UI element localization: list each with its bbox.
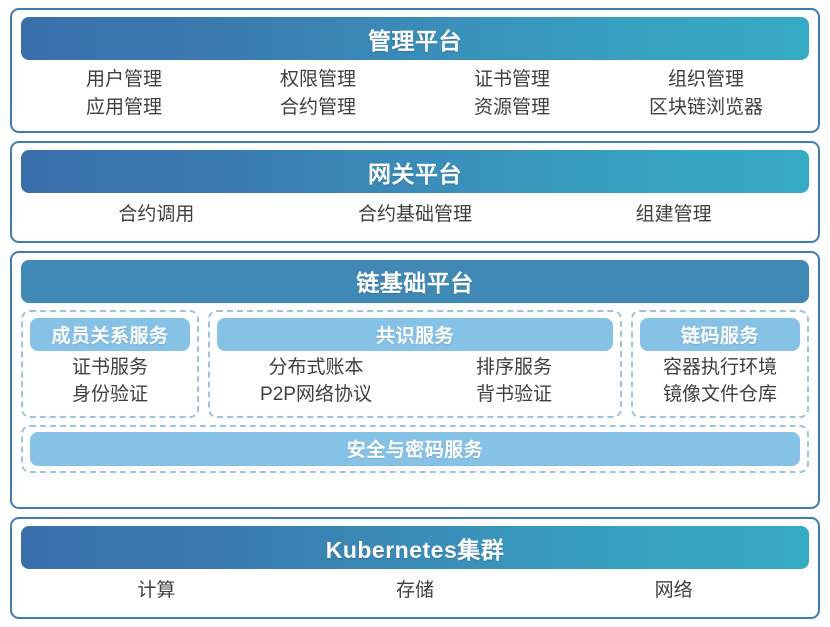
item-label: 区块链浏览器: [648, 96, 763, 118]
item-label: 网络: [654, 580, 693, 602]
group-security-crypto-service: 安全与密码服务: [21, 424, 809, 473]
item-user-management: 用户管理 应用管理: [27, 66, 221, 121]
item-contract-invocation: 合约调用: [27, 201, 286, 229]
item-label: 分布式账本: [268, 356, 364, 378]
item-label: 资源管理: [473, 96, 550, 118]
consensus-service-items: 分布式账本 P2P网络协议 排序服务 背书验证: [217, 351, 613, 409]
item-label: 计算: [137, 580, 176, 602]
item-certificate-management: 证书管理 资源管理: [415, 66, 609, 121]
item-label: 组织管理: [667, 69, 744, 90]
item-label: 镜像文件仓库: [662, 383, 777, 405]
management-platform-items: 用户管理 应用管理 权限管理 合约管理 证书管理 资源管理 组织管理 区块链浏览…: [21, 60, 809, 123]
item-label: 合约管理: [279, 96, 356, 118]
kubernetes-cluster-items: 计算 存储 网络: [21, 569, 809, 609]
item-label: 证书服务: [71, 356, 148, 378]
consensus-service-header: 共识服务: [217, 317, 613, 351]
chaincode-service-header: 链码服务: [640, 317, 800, 351]
item-label: 组建管理: [635, 204, 712, 226]
management-platform-header: 管理平台: [21, 17, 809, 60]
member-relation-service-header: 成员关系服务: [30, 317, 190, 351]
item-contract-base-management: 合约基础管理: [286, 201, 545, 229]
layer-kubernetes-cluster: Kubernetes集群 计算 存储 网络: [10, 517, 820, 619]
item-network: 网络: [544, 577, 803, 605]
gateway-platform-items: 合约调用 合约基础管理 组建管理: [21, 193, 809, 233]
item-label: 合约调用: [118, 204, 195, 226]
item-permission-management: 权限管理 合约管理: [221, 66, 415, 121]
item-container-runtime: 容器执行环境 镜像文件仓库: [640, 355, 800, 409]
item-label: 存储: [396, 580, 435, 602]
item-label: 合约基础管理: [358, 204, 473, 226]
security-crypto-service-header: 安全与密码服务: [30, 431, 800, 466]
layer-management-platform: 管理平台 用户管理 应用管理 权限管理 合约管理 证书管理 资源管理 组织管理 …: [10, 8, 820, 134]
item-ordering-service: 排序服务 背书验证: [415, 355, 613, 409]
kubernetes-cluster-header: Kubernetes集群: [21, 526, 809, 570]
layer-chain-base-platform: 链基础平台 成员关系服务 证书服务 身份验证 共识服务 分布式账本: [10, 250, 820, 510]
item-compute: 计算: [27, 577, 286, 605]
layer-gateway-platform: 网关平台 合约调用 合约基础管理 组建管理: [10, 141, 820, 243]
member-relation-service-items: 证书服务 身份验证: [30, 351, 190, 409]
group-member-relation-service: 成员关系服务 证书服务 身份验证: [21, 309, 199, 418]
chain-base-platform-header: 链基础平台: [21, 259, 809, 303]
item-label: P2P网络协议: [260, 383, 372, 405]
item-label: 用户管理: [85, 69, 162, 90]
item-label: 身份验证: [71, 383, 148, 405]
item-distributed-ledger: 分布式账本 P2P网络协议: [217, 355, 415, 409]
chaincode-service-items: 容器执行环境 镜像文件仓库: [640, 351, 800, 409]
group-consensus-service: 共识服务 分布式账本 P2P网络协议 排序服务 背书验证: [208, 309, 622, 418]
item-label: 应用管理: [85, 96, 162, 118]
gateway-platform-header: 网关平台: [21, 150, 809, 194]
item-organization-management: 组织管理 区块链浏览器: [609, 66, 803, 121]
item-label: 背书验证: [475, 383, 552, 405]
chain-service-groups: 成员关系服务 证书服务 身份验证 共识服务 分布式账本 P2P网络协议: [21, 309, 809, 418]
item-label: 容器执行环境: [662, 356, 777, 378]
item-label: 权限管理: [279, 69, 356, 90]
group-chaincode-service: 链码服务 容器执行环境 镜像文件仓库: [631, 309, 809, 418]
item-label: 排序服务: [475, 356, 552, 378]
item-label: 证书管理: [473, 69, 550, 90]
item-certificate-service: 证书服务 身份验证: [30, 355, 190, 409]
item-component-management: 组建管理: [544, 201, 803, 229]
item-storage: 存储: [286, 577, 545, 605]
